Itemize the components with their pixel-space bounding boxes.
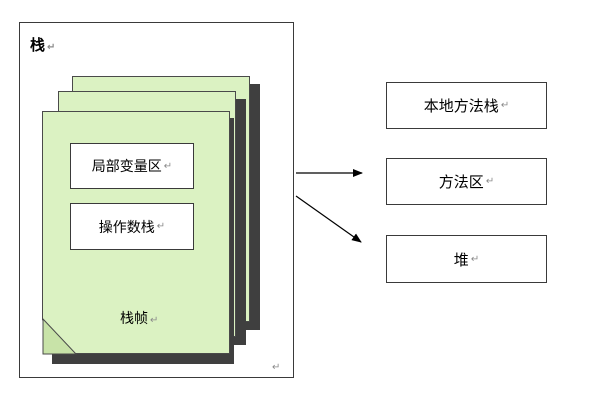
local-variables-box: 局部变量区↵: [70, 143, 194, 189]
stack-frame-label: 栈帧↵: [120, 308, 158, 328]
return-mark: ↵: [485, 176, 495, 187]
stack-title: 栈↵: [30, 34, 55, 55]
return-mark: ↵: [470, 253, 480, 265]
stack-title-text: 栈: [30, 36, 46, 54]
operand-stack-box: 操作数栈↵: [70, 203, 194, 250]
native-method-stack-label: 本地方法栈: [423, 97, 499, 115]
operand-stack-label: 操作数栈: [98, 219, 155, 236]
heap-box: 堆↵: [386, 235, 547, 283]
method-area-label: 方法区: [438, 173, 484, 191]
page-fold-corner: [42, 318, 78, 355]
return-mark: ↵: [163, 160, 173, 172]
heap-label: 堆: [453, 250, 469, 269]
return-mark-bottom: ↵: [272, 362, 281, 373]
arrow-to-heap: [295, 195, 362, 243]
method-area-box: 方法区↵: [386, 158, 547, 205]
return-mark: ↵: [47, 42, 56, 53]
stack-frame-text: 栈帧: [120, 311, 148, 327]
return-mark: ↵: [156, 221, 166, 232]
return-mark: ↵: [500, 100, 510, 111]
native-method-stack-box: 本地方法栈↵: [386, 82, 547, 129]
local-variables-label: 局部变量区: [91, 159, 162, 175]
return-mark: ↵: [150, 315, 159, 326]
